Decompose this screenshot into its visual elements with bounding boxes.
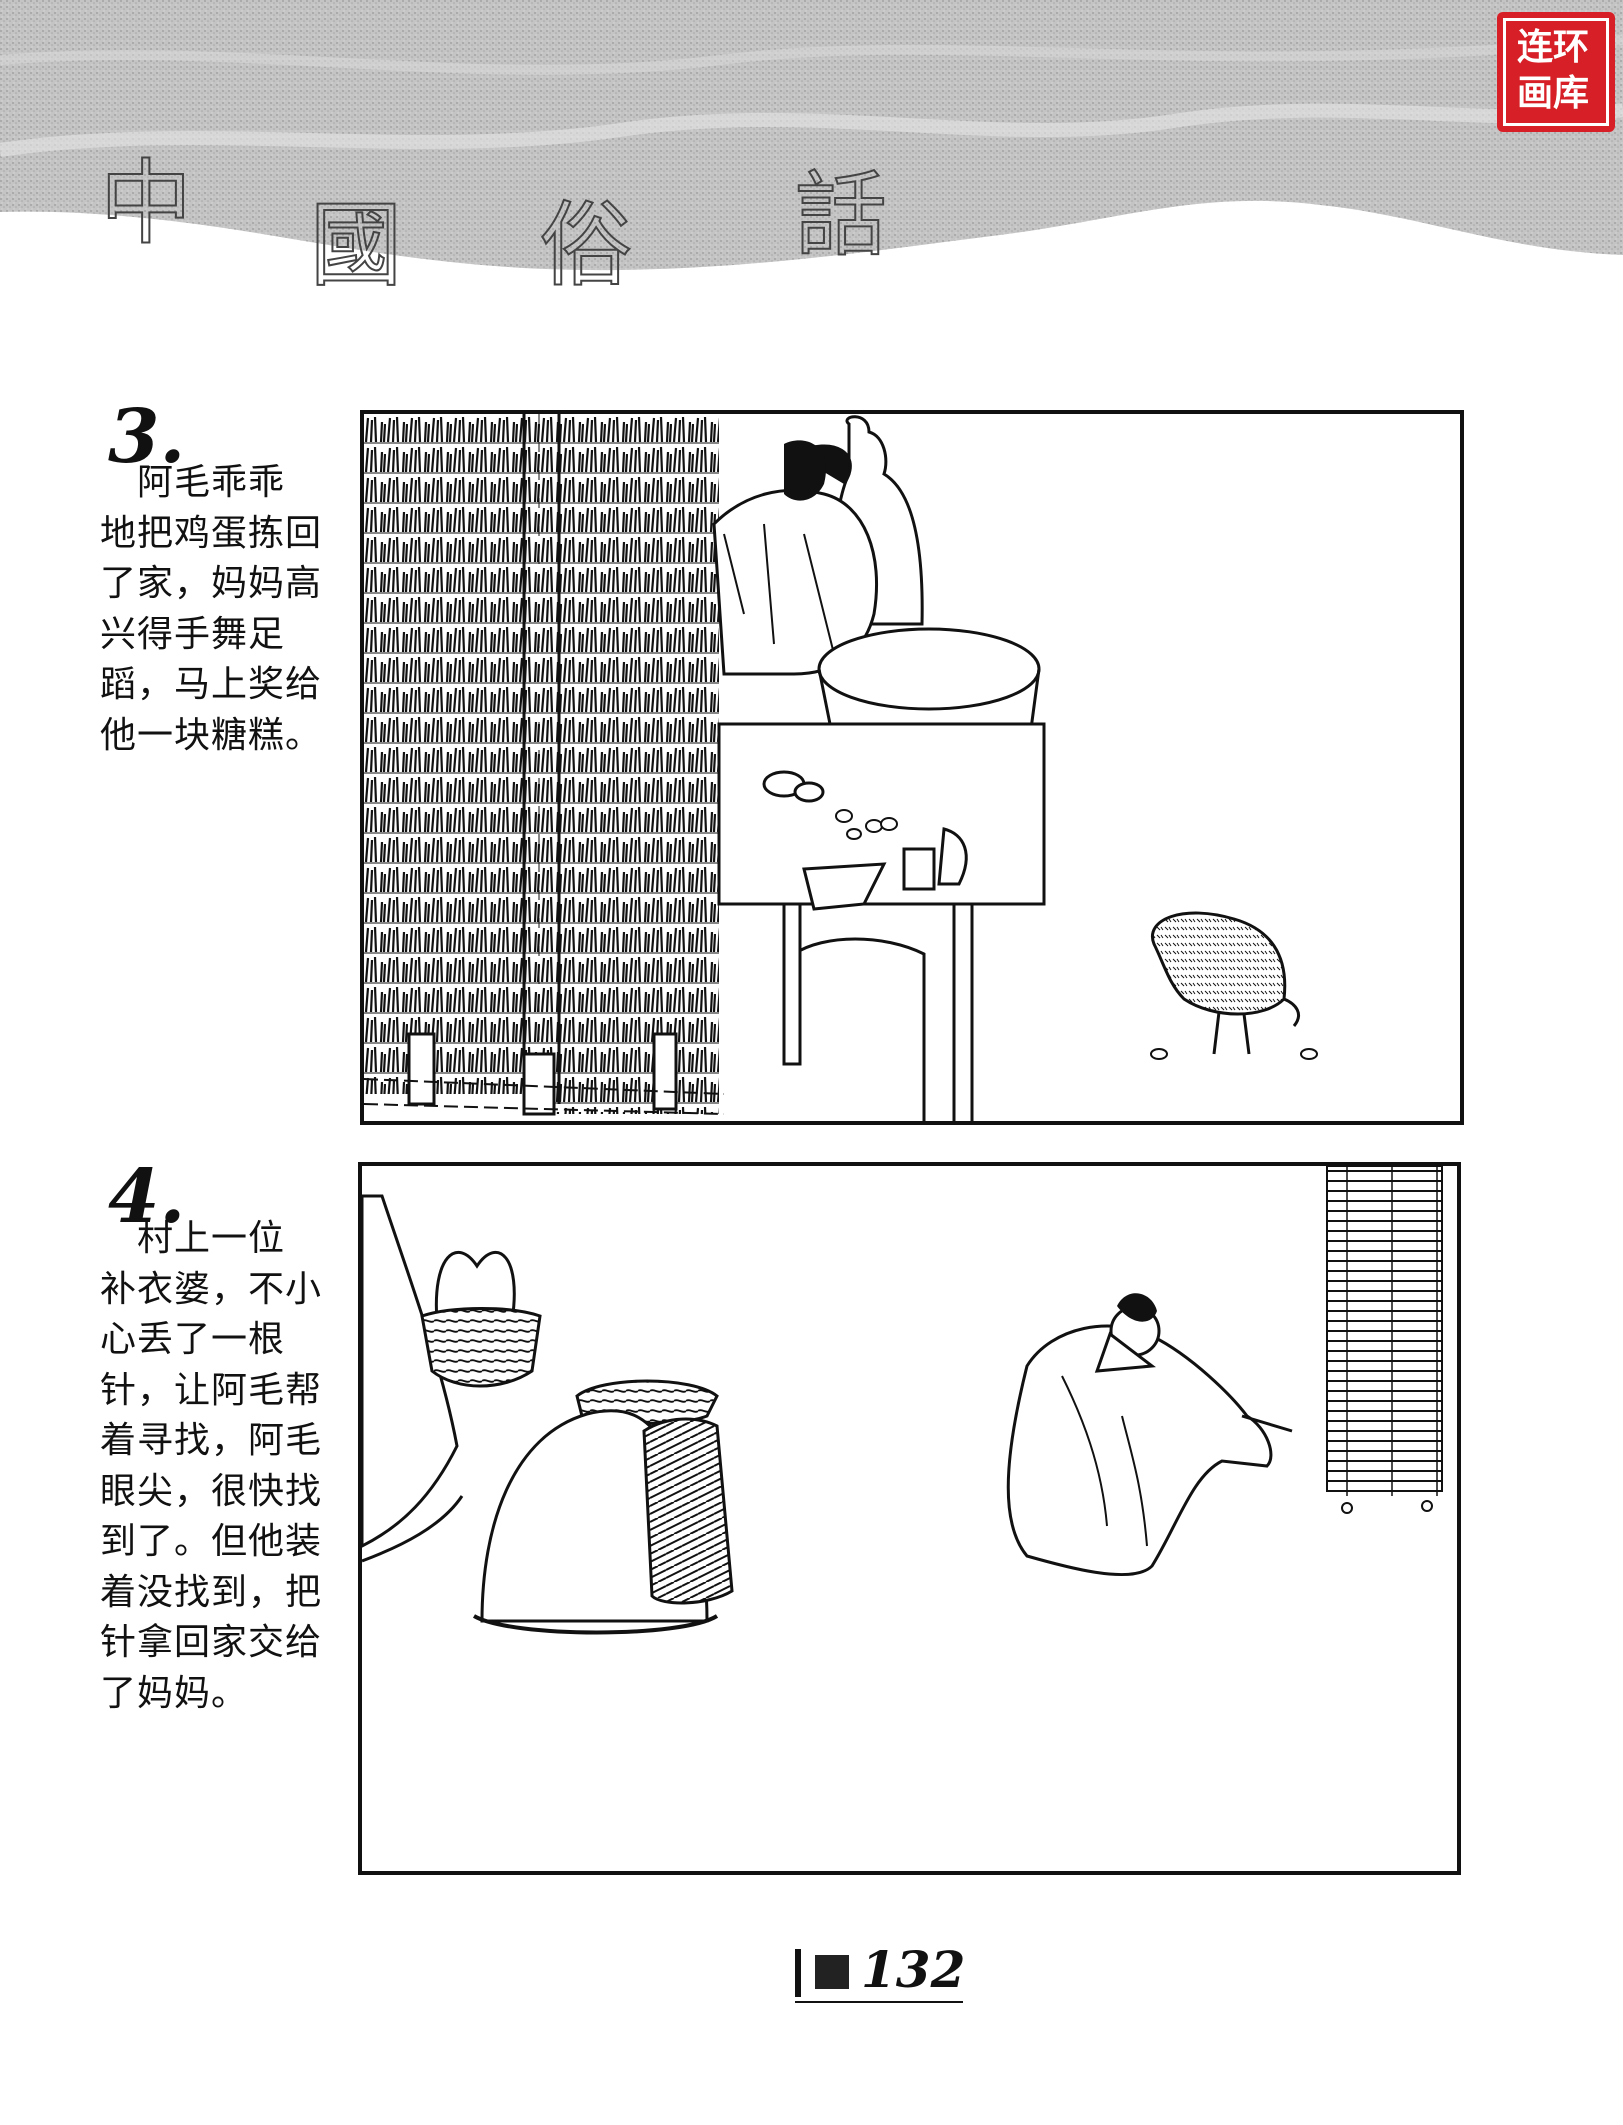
panel-4-drawing — [362, 1166, 1443, 1635]
page-number-rule — [795, 2001, 963, 2003]
page-number-square-icon — [815, 1955, 849, 1989]
title-char-1: 中 — [99, 150, 193, 257]
title-char-4: 話 — [794, 162, 888, 269]
header-title: 中 國 俗 話 — [99, 150, 920, 299]
header-banner — [0, 0, 1623, 300]
title-char-2: 國 — [309, 192, 403, 299]
panel-4-illustration — [358, 1162, 1461, 1875]
stamp-line-1: 连环 — [1517, 27, 1590, 68]
panel-3-caption: 阿毛乖乖 地把鸡蛋拣回 了家，妈妈高 兴得手舞足 蹈，马上奖给 他一块糖糕。 — [100, 462, 323, 756]
page-number-bar — [795, 1949, 801, 1997]
page-number-text: 132 — [861, 1940, 966, 1999]
library-stamp: 连环 画库 — [1497, 12, 1615, 132]
stamp-line-2: 画库 — [1517, 73, 1590, 114]
panel-3-illustration — [360, 410, 1464, 1125]
panel-3-drawing — [364, 414, 1318, 1121]
panel-number-4: 4. — [108, 1154, 186, 1240]
title-char-3: 俗 — [539, 192, 633, 299]
panel-number-3: 3. — [108, 394, 186, 480]
page-number: 132 — [795, 1945, 975, 2005]
panel-4-caption: 村上一位 补衣婆，不小 心丢了一根 针，让阿毛帮 着寻找，阿毛 眼尖，很快找 到… — [100, 1218, 323, 1714]
